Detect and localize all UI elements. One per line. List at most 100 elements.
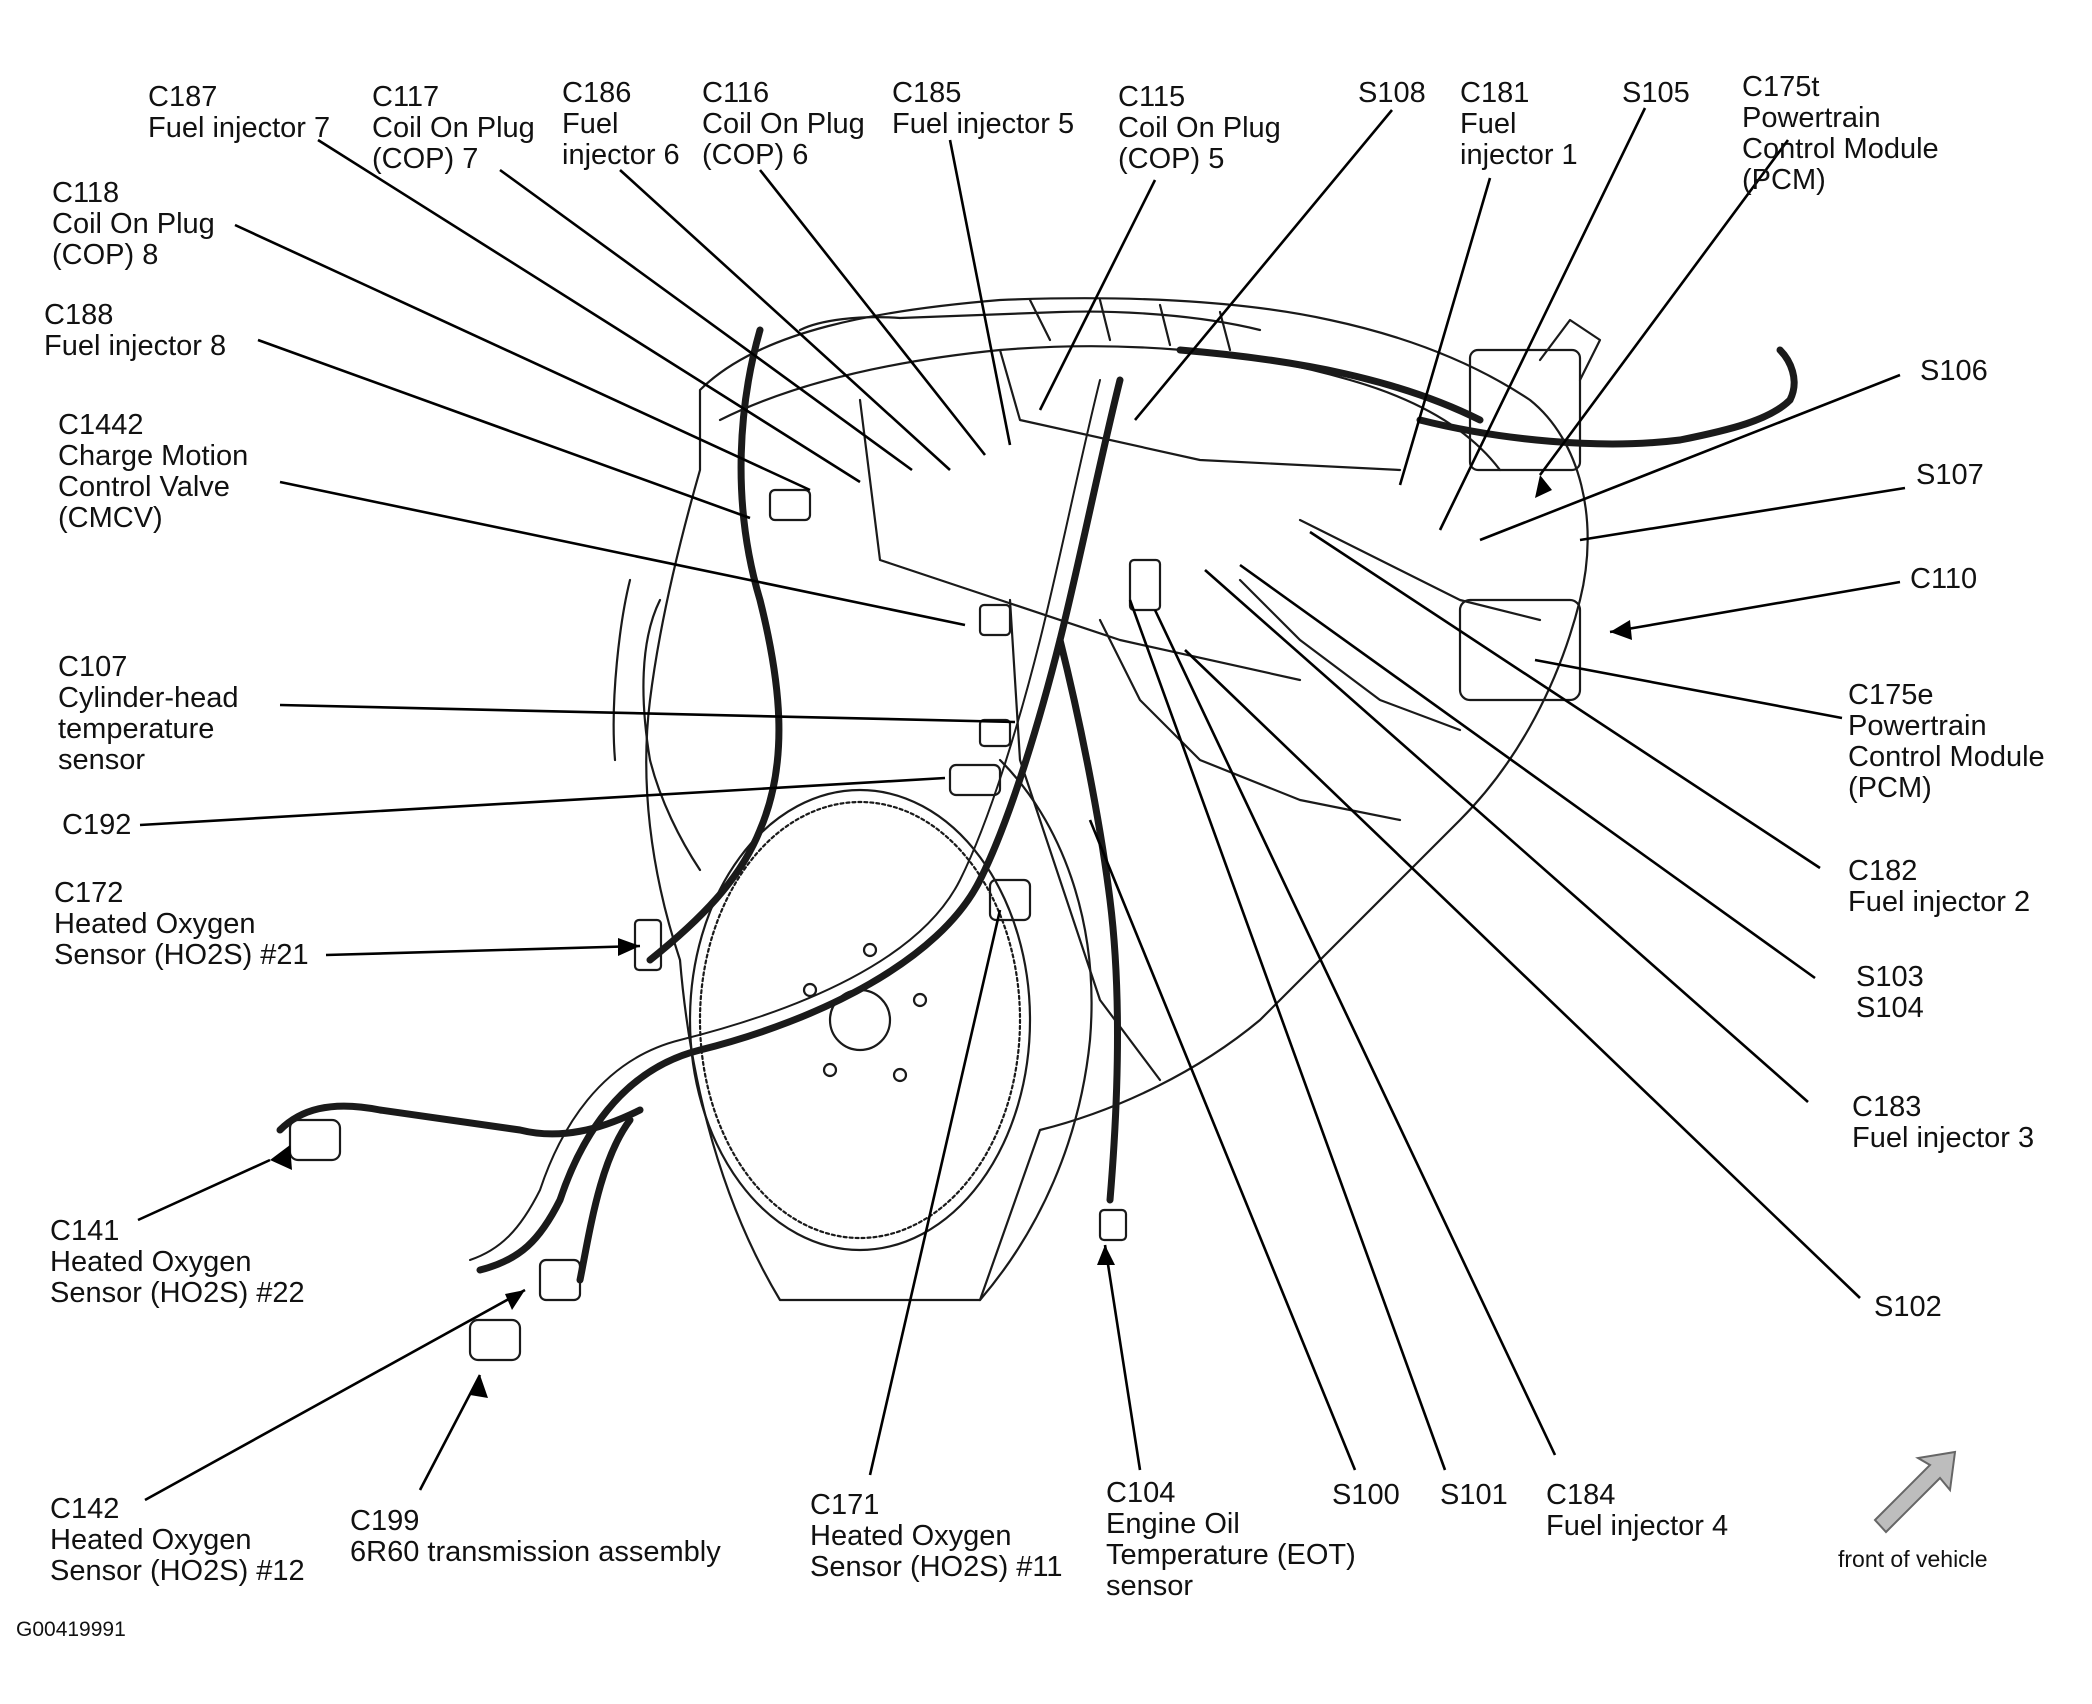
callout-desc: Engine Oil (1106, 1508, 1240, 1540)
arrowhead-c141 (270, 1145, 292, 1170)
callout-c192: C192 (62, 810, 131, 841)
callout-desc: sensor (1106, 1570, 1194, 1602)
callout-desc: Control Module (1742, 133, 1939, 165)
leader-lines (137, 107, 1906, 1502)
callout-code: C118 (52, 177, 120, 209)
wiring-harness (276, 326, 1798, 1284)
callout-desc: Fuel injector 2 (1848, 886, 2031, 918)
callout-code: S102 (1874, 1291, 1942, 1323)
leader-s106 (1479, 373, 1901, 542)
callout-desc: Heated Oxygen (54, 908, 256, 940)
callout-code: C185 (892, 77, 962, 109)
callout-desc: Powertrain (1742, 102, 1881, 134)
callout-c117: C117 Coil On Plug (COP) 7 (372, 82, 535, 175)
leader-c199 (418, 1374, 482, 1491)
callout-desc: Sensor (HO2S) #22 (50, 1277, 305, 1309)
leader-c181 (1398, 177, 1492, 486)
callout-code: C183 (1852, 1091, 1922, 1123)
callout-desc: temperature (58, 713, 215, 745)
callout-desc: Powertrain (1848, 710, 1987, 742)
callout-code: C107 (58, 651, 128, 683)
callout-code: C186 (562, 77, 632, 109)
callout-code: C181 (1460, 77, 1530, 109)
callout-s102: S102 (1874, 1292, 1942, 1323)
front-of-vehicle-label: front of vehicle (1838, 1546, 1988, 1572)
callout-desc: Temperature (EOT) (1106, 1539, 1356, 1571)
callout-c185: C185 Fuel injector 5 (892, 78, 1074, 140)
callout-code: C175t (1742, 71, 1820, 103)
callout-c187: C187 Fuel injector 7 (148, 82, 330, 144)
arrowhead-c104 (1097, 1245, 1115, 1265)
leader-c192 (139, 776, 946, 827)
callout-c1442: C1442 Charge Motion Control Valve (CMCV) (58, 410, 248, 534)
callout-desc: Sensor (HO2S) #12 (50, 1555, 305, 1587)
callout-code: S107 (1916, 459, 1984, 491)
leader-s105 (1438, 107, 1647, 531)
callout-desc: (COP) 8 (52, 239, 159, 271)
leader-s102 (1184, 649, 1861, 1299)
callout-c184: C184 Fuel injector 4 (1546, 1480, 1728, 1542)
callout-code: C188 (44, 299, 114, 331)
bellhousing (978, 758, 1093, 1302)
leader-c183 (1204, 569, 1809, 1103)
leader-c171 (868, 909, 1002, 1476)
leader-s107 (1579, 486, 1906, 542)
leader-c187 (317, 138, 861, 484)
callout-c188: C188 Fuel injector 8 (44, 300, 226, 362)
leader-c142 (144, 1288, 526, 1502)
callout-code: C141 (50, 1215, 120, 1247)
leader-c188 (257, 338, 751, 520)
callout-c142: C142 Heated Oxygen Sensor (HO2S) #12 (50, 1494, 305, 1587)
leader-c185 (948, 139, 1012, 446)
callout-code: C184 (1546, 1479, 1616, 1511)
callout-code: S103 (1856, 961, 1924, 993)
callout-desc: Fuel injector 8 (44, 330, 227, 362)
callout-c107: C107 Cylinder-head temperature sensor (58, 652, 239, 776)
callout-code: S100 (1332, 1479, 1400, 1511)
leader-c107 (279, 703, 1016, 724)
callout-c182: C182 Fuel injector 2 (1848, 856, 2030, 918)
callout-c115: C115 Coil On Plug (COP) 5 (1118, 82, 1281, 175)
callout-c183: C183 Fuel injector 3 (1852, 1092, 2034, 1154)
pcm-module (1458, 318, 1602, 702)
front-of-vehicle-arrow-icon (1873, 1450, 1957, 1534)
leader-c116 (758, 169, 987, 456)
callout-code: C110 (1910, 563, 1978, 595)
callout-s100: S100 (1332, 1480, 1400, 1511)
callout-desc: Sensor (HO2S) #21 (54, 939, 309, 971)
callout-code: C104 (1106, 1477, 1176, 1509)
leader-c175t (1538, 139, 1790, 476)
callout-c110: C110 (1910, 564, 1977, 595)
leader-s101 (1128, 599, 1447, 1471)
leader-arrowheads (270, 475, 1632, 1398)
callout-desc: Coil On Plug (52, 208, 215, 240)
leader-c141 (137, 1158, 271, 1222)
callout-desc: (COP) 6 (702, 139, 809, 171)
callout-s101: S101 (1440, 1480, 1508, 1511)
callout-s103-s104: S103 S104 (1856, 962, 1924, 1024)
callout-c175t: C175t Powertrain Control Module (PCM) (1742, 72, 1939, 196)
callout-code: S104 (1856, 992, 1924, 1024)
callout-code: S108 (1358, 77, 1426, 109)
callout-code: C187 (148, 81, 218, 113)
arrowhead-c142 (505, 1290, 525, 1310)
callout-code: S106 (1920, 355, 1988, 387)
callout-desc: Sensor (HO2S) #11 (810, 1551, 1063, 1583)
callout-desc: Control Valve (58, 471, 230, 503)
callout-desc: injector 1 (1460, 139, 1578, 171)
callout-desc: Fuel (1460, 108, 1517, 140)
callout-desc: Charge Motion (58, 440, 249, 472)
callout-c199: C199 6R60 transmission assembly (350, 1506, 721, 1568)
arrowhead-c110 (1610, 620, 1632, 640)
callout-desc: (COP) 7 (372, 143, 479, 175)
callout-c172: C172 Heated Oxygen Sensor (HO2S) #21 (54, 878, 309, 971)
figure-id: G00419991 (16, 1618, 126, 1641)
callout-code: C192 (62, 809, 132, 841)
callout-c118: C118 Coil On Plug (COP) 8 (52, 178, 215, 271)
callout-desc: Control Module (1848, 741, 2045, 773)
callout-desc: (PCM) (1848, 772, 1932, 804)
callout-desc: Coil On Plug (372, 112, 535, 144)
callout-code: S105 (1622, 77, 1690, 109)
